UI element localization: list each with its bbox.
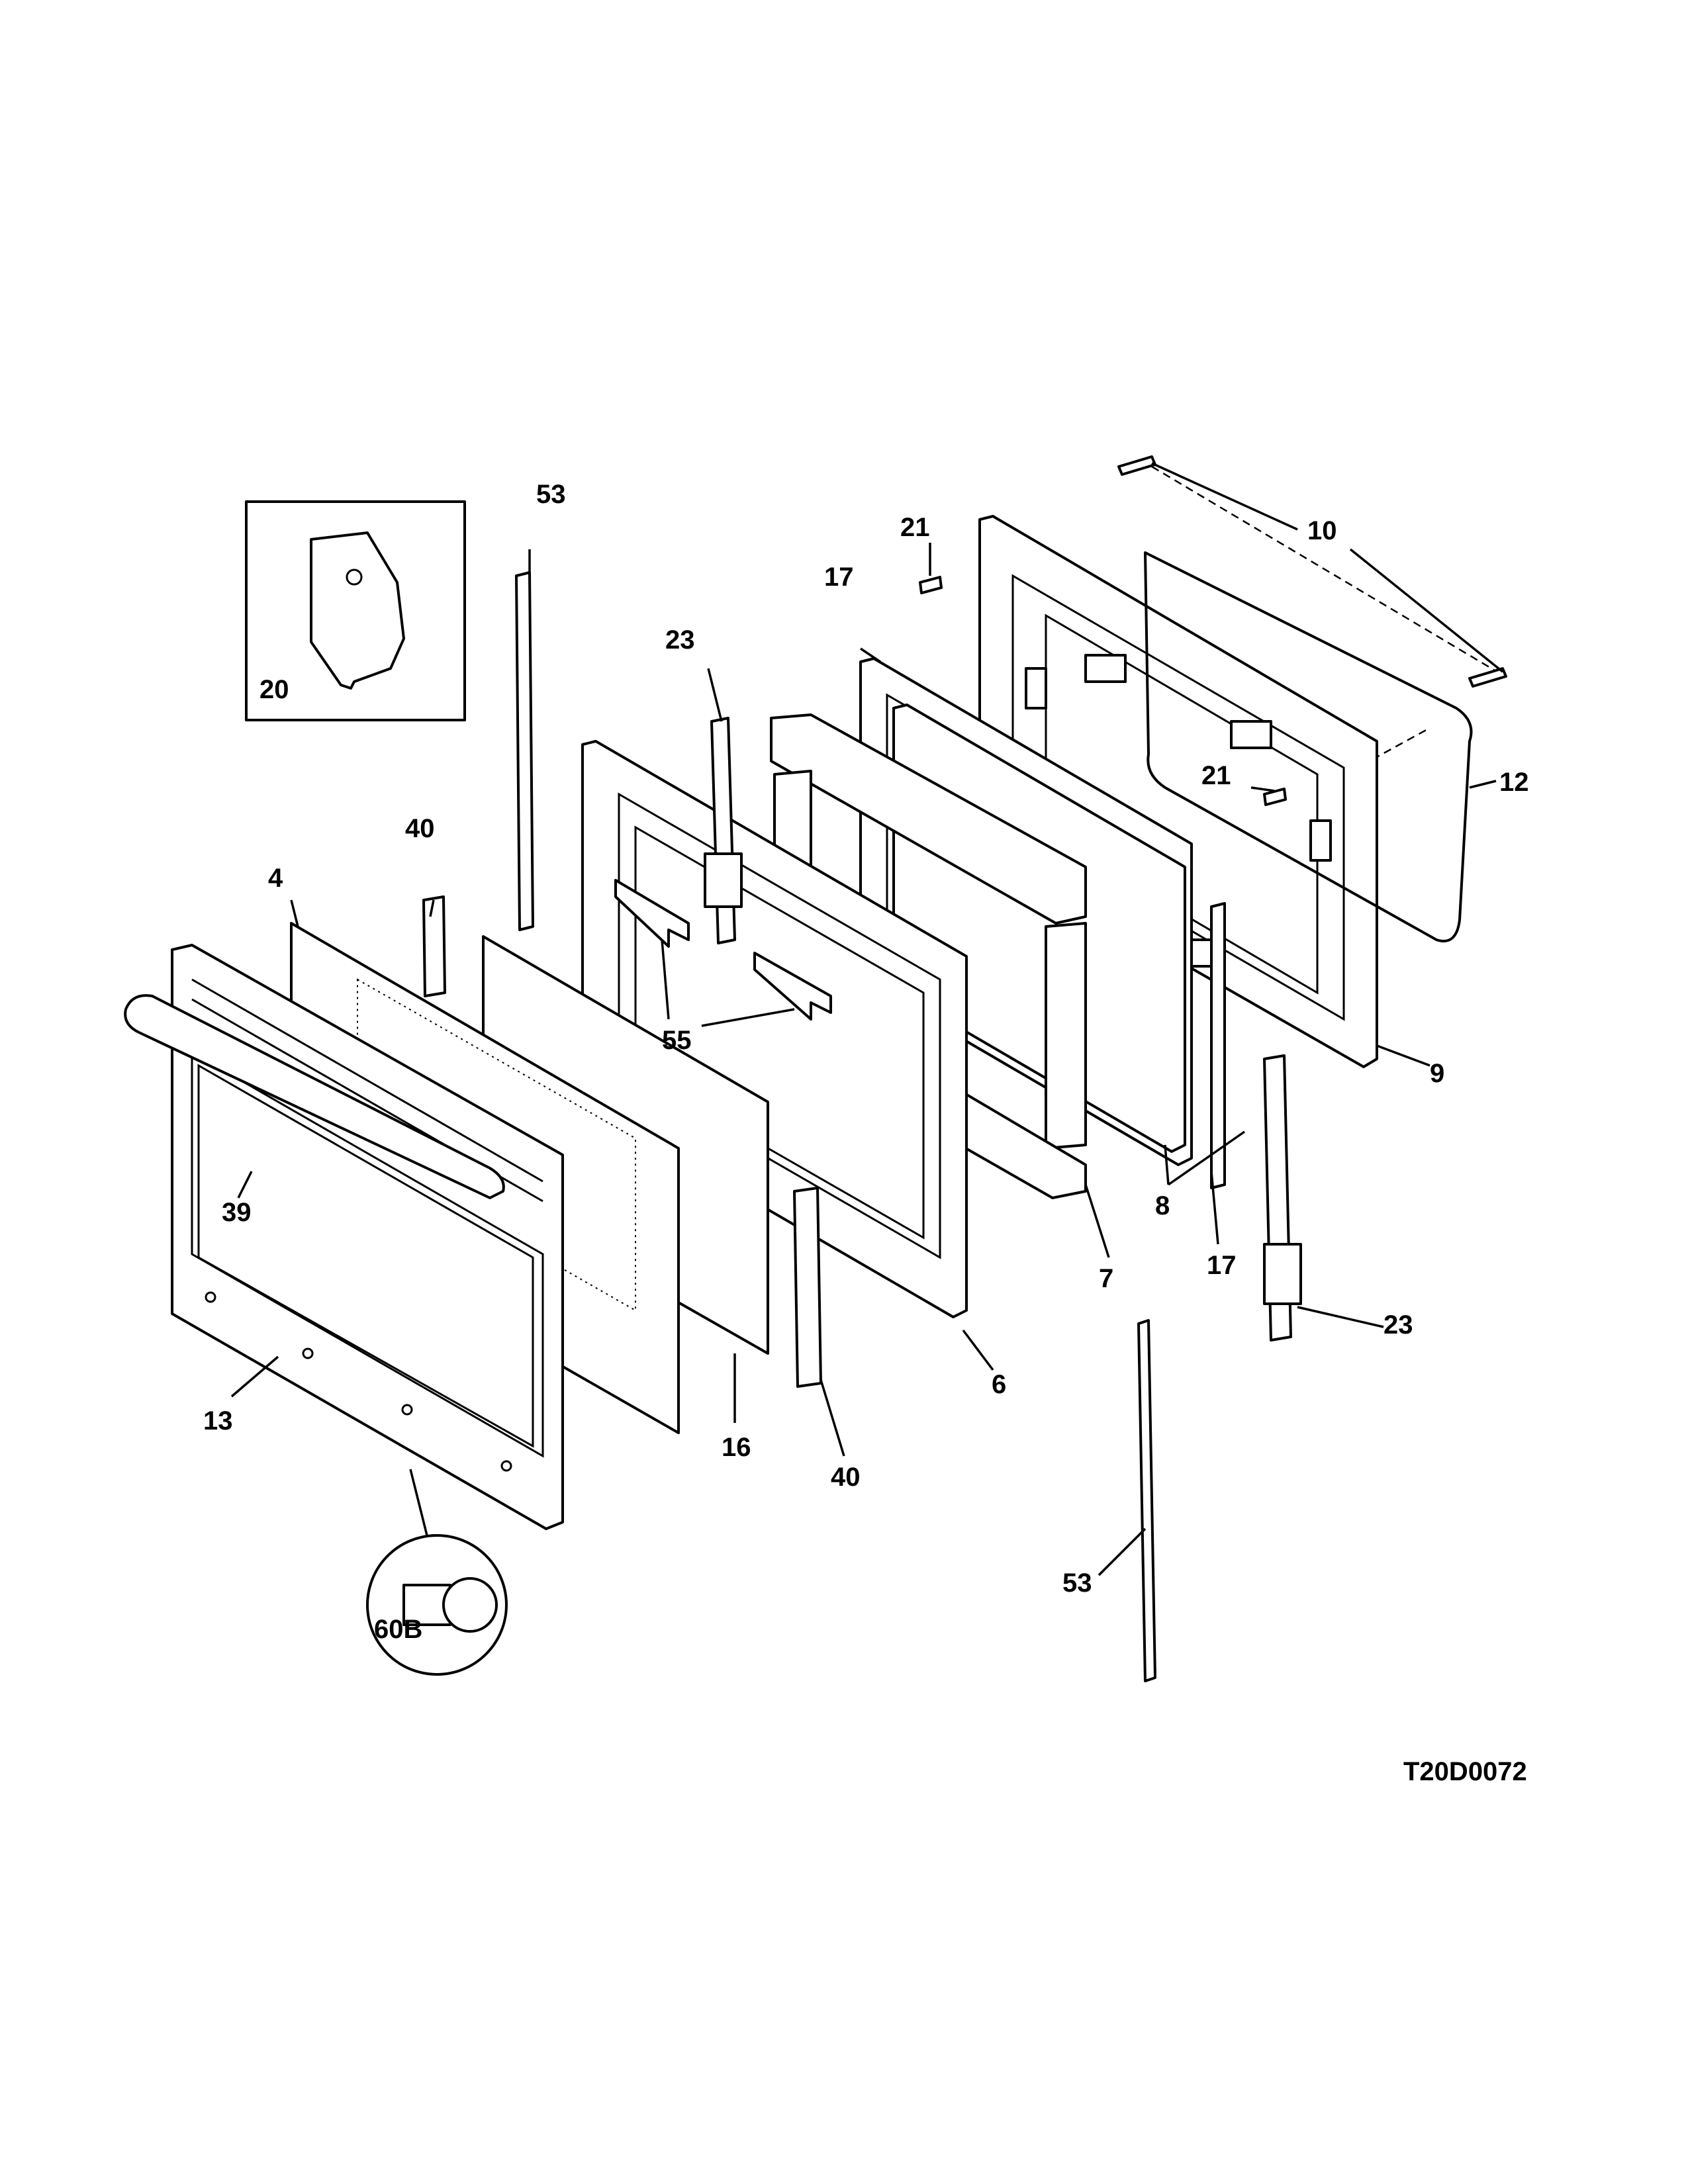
part-21-clip-lower xyxy=(1263,788,1287,806)
callout-53-upper: 53 xyxy=(536,480,566,509)
callout-40-lower: 40 xyxy=(831,1463,861,1492)
part-55-brackets xyxy=(614,879,832,1021)
leader-lines xyxy=(230,462,1504,1576)
callout-12: 12 xyxy=(1499,768,1529,797)
callout-9: 9 xyxy=(1430,1059,1444,1088)
part-39-door-handle xyxy=(124,994,505,1199)
part-53-trim-lower xyxy=(1137,1319,1156,1682)
part-17-side-strip xyxy=(1210,902,1226,1189)
part-23-hinge-left xyxy=(704,717,743,944)
callout-23-lower: 23 xyxy=(1383,1310,1413,1340)
callout-10: 10 xyxy=(1307,516,1337,545)
part-40-channel-lower xyxy=(793,1187,822,1388)
drawing-code: T20D0072 xyxy=(1403,1757,1527,1786)
part-53-trim-upper xyxy=(515,571,534,931)
callout-16: 16 xyxy=(722,1433,751,1462)
callout-21-upper: 21 xyxy=(900,513,930,542)
callout-17-lower: 17 xyxy=(1207,1251,1237,1280)
callout-21-lower: 21 xyxy=(1201,761,1231,790)
callout-17-upper: 17 xyxy=(824,563,854,592)
part-10-screw-lower xyxy=(1468,667,1507,688)
part-60b-screw-detail xyxy=(366,1469,508,1676)
part-12-door-gasket xyxy=(1144,551,1473,942)
callout-labels: 4 6 7 8 9 10 12 13 16 17 17 20 21 21 23 … xyxy=(203,480,1529,1644)
part-20-cover-plate xyxy=(310,531,405,690)
callout-53-lower: 53 xyxy=(1062,1569,1092,1598)
callout-4: 4 xyxy=(268,864,283,893)
callout-55: 55 xyxy=(662,1026,692,1055)
callout-7: 7 xyxy=(1099,1264,1113,1293)
screw-axis xyxy=(1151,465,1503,676)
part-21-clip-upper xyxy=(919,576,943,594)
callout-8: 8 xyxy=(1155,1191,1170,1220)
part-40-channel-upper xyxy=(422,895,446,997)
callout-40-upper: 40 xyxy=(405,814,435,843)
part-10-screw-upper xyxy=(1117,455,1156,476)
callout-60b: 60B xyxy=(374,1615,422,1644)
inset-box-part-20 xyxy=(245,500,466,721)
callout-13: 13 xyxy=(203,1406,233,1435)
callout-20: 20 xyxy=(259,675,289,704)
callout-39: 39 xyxy=(222,1198,252,1227)
part-23-hinge-right xyxy=(1263,1054,1302,1342)
callout-23-upper: 23 xyxy=(665,625,695,655)
callout-6: 6 xyxy=(992,1370,1006,1399)
